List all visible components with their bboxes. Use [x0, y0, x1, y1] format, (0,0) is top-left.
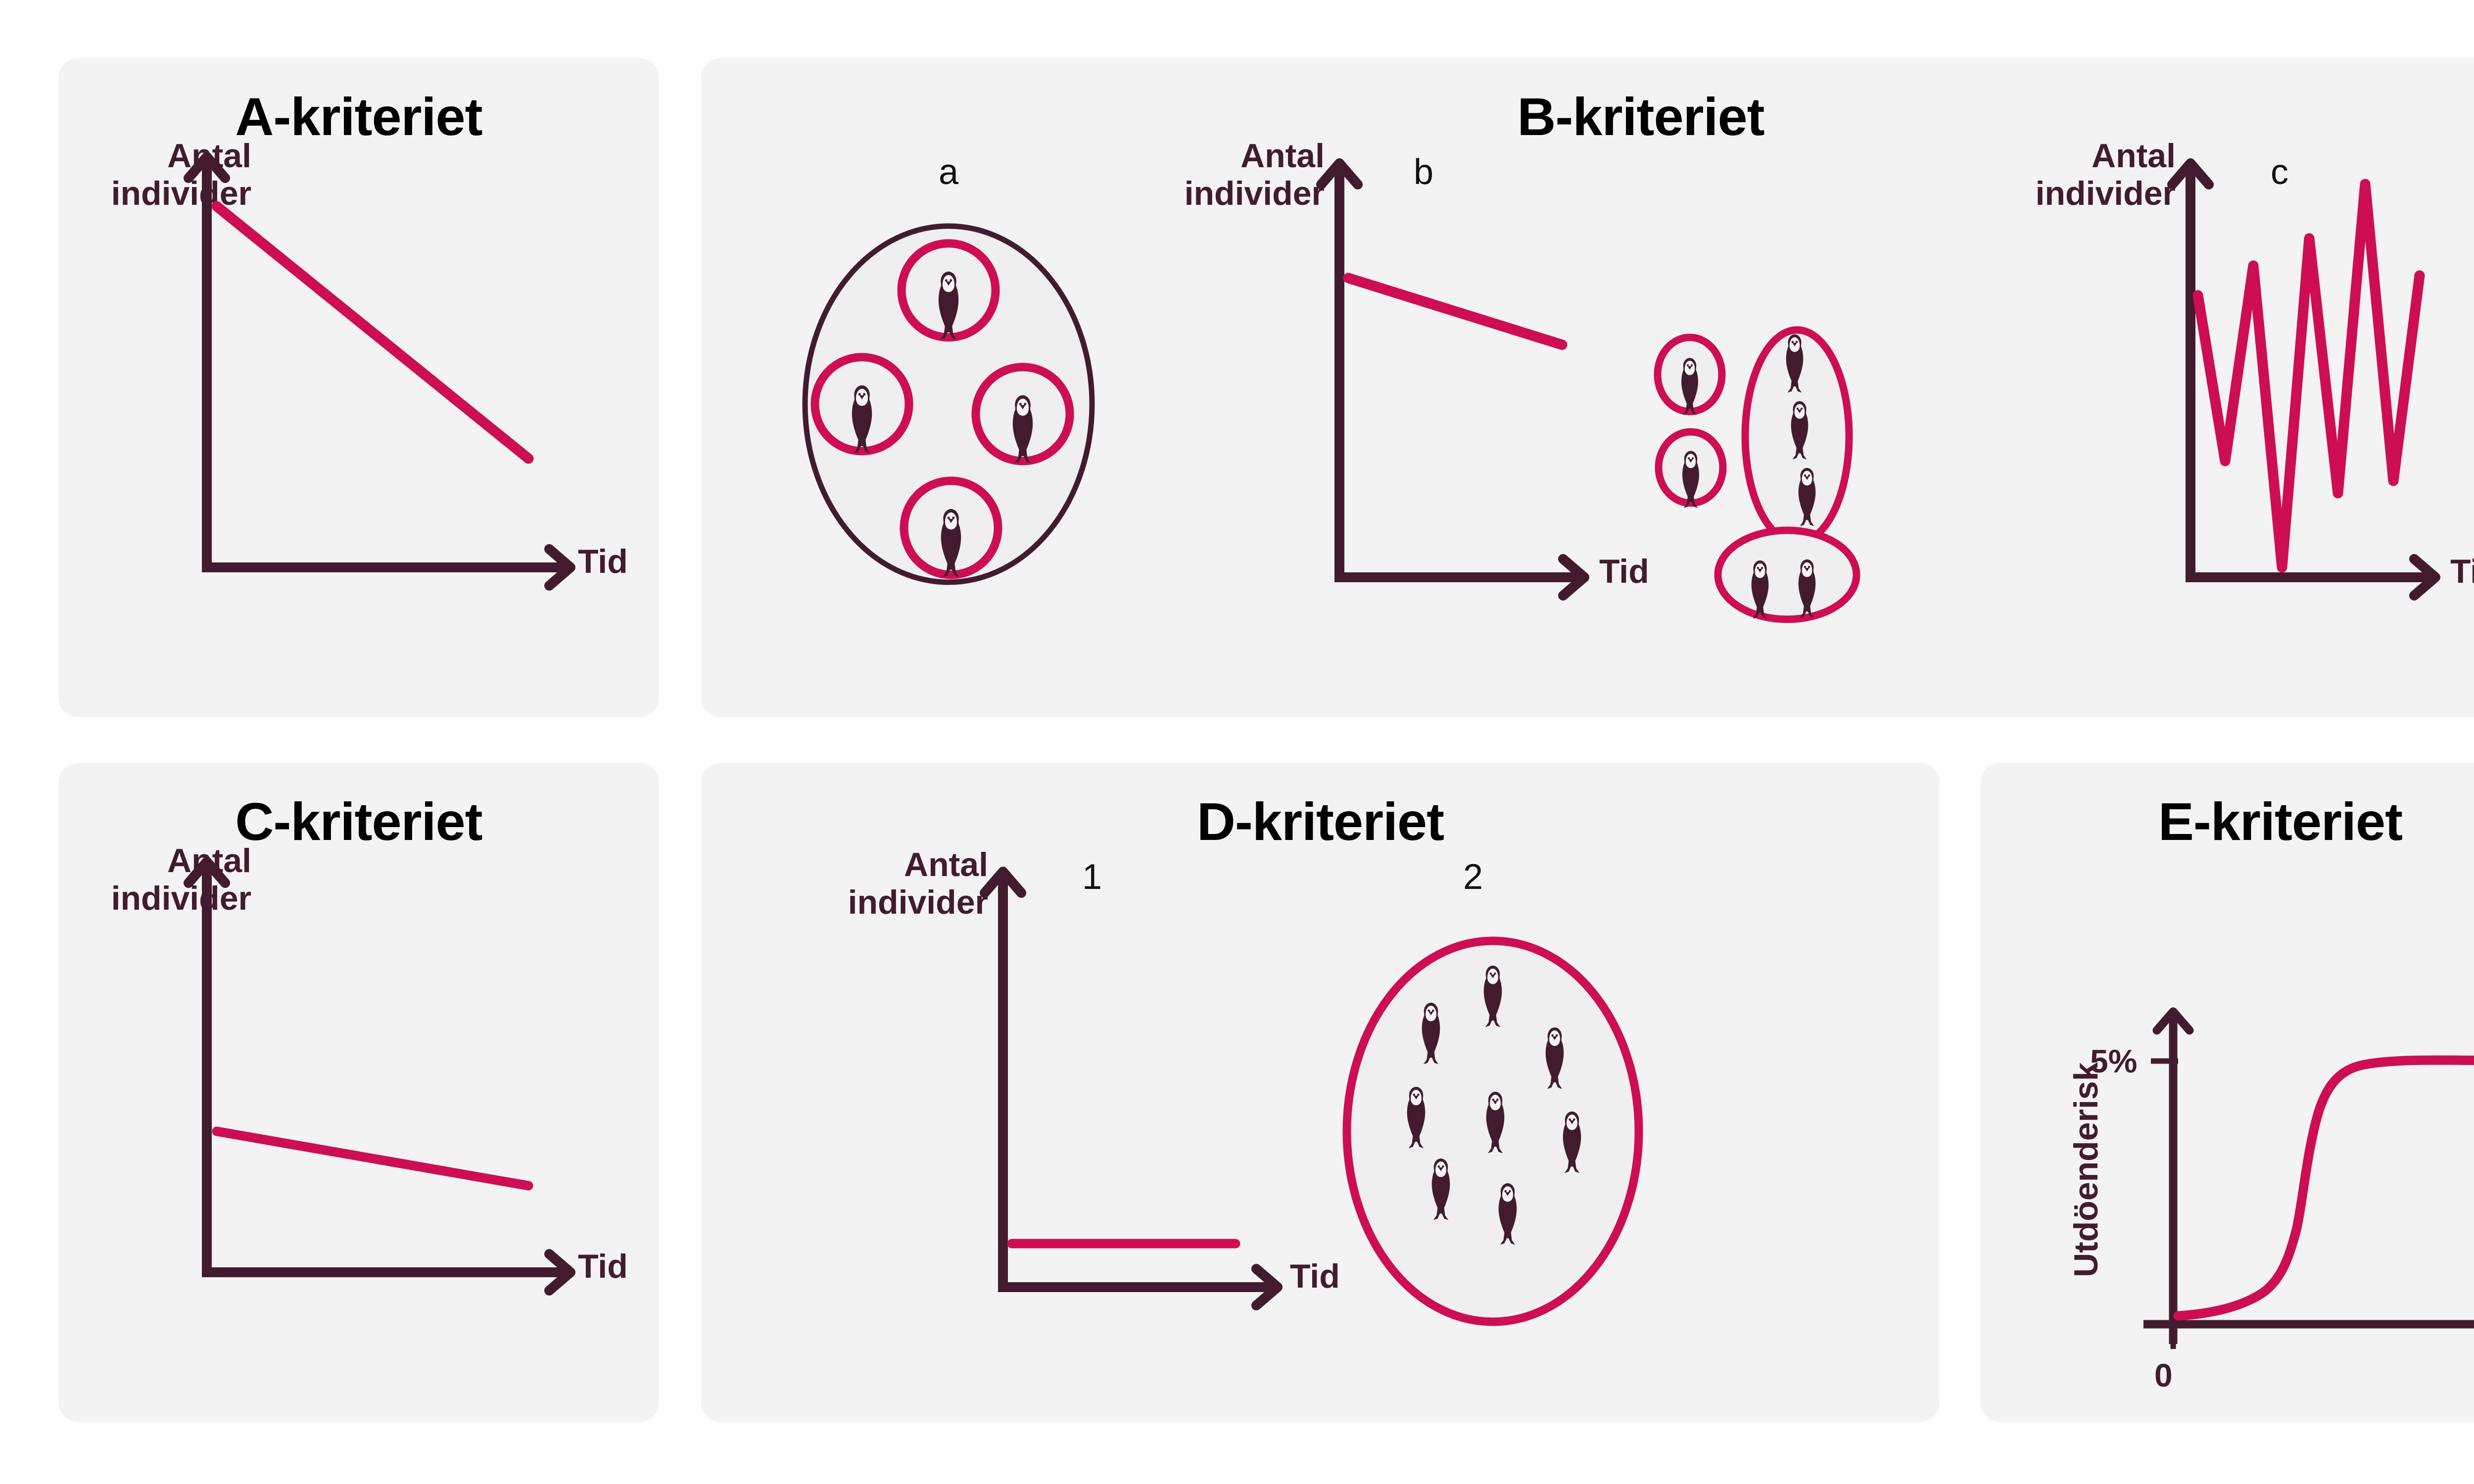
panel-a-trend-line — [211, 201, 534, 464]
owl-group-single — [1655, 428, 1727, 509]
panel-c-kriteriet: C-kriteriet Antal individer Tid — [58, 763, 659, 1422]
panel-b-sub-c-y-arrowhead — [2167, 158, 2214, 189]
panel-a-kriteriet: A-kriteriet Antal individer Tid — [58, 58, 659, 717]
panel-a-title: A-kriteriet — [235, 87, 482, 146]
panel-b-sub-a-outer-ellipse — [802, 223, 1095, 585]
panel-b-sub-b-y-axis-line1: Antal — [1240, 137, 1325, 175]
panel-b-sub-b-label: b — [1413, 152, 1434, 192]
panel-b-sub-b-y-axis-line2: individer — [1184, 175, 1325, 213]
panel-e-title: E-kriteriet — [2158, 791, 2403, 851]
panel-b-sub-a-label: a — [938, 152, 959, 192]
panel-d-sub-1-y-axis-line2: individer — [848, 883, 988, 922]
panel-c-plot — [184, 857, 575, 1296]
panel-e-sigmoid-curve — [2173, 1055, 2474, 1321]
panel-b-sub-b-x-arrowhead — [1558, 554, 1589, 601]
panel-e-kriteriet: E-kriteriet Utdöenderisk 5% 0 100 År — [1980, 763, 2474, 1422]
panel-c-y-arrowhead — [184, 857, 230, 888]
panel-d-sub-1-y-arrowhead — [980, 867, 1026, 898]
panel-a-y-arrowhead — [184, 152, 230, 183]
panel-c-x-axis-label: Tid — [578, 1248, 628, 1285]
owl-group-double — [1714, 526, 1860, 623]
owl-group-single — [1654, 333, 1726, 416]
panel-b-sub-b-y-arrowhead — [1316, 158, 1363, 189]
panel-b-sub-b-x-axis-label: Tid — [1599, 553, 1649, 590]
panel-d-sub-1-y-axis-label: Antal individer — [775, 846, 988, 921]
panel-b-sub-c-x-axis-label: Tid — [2450, 553, 2474, 590]
panel-c-trend-line — [212, 1126, 533, 1191]
panel-b-sub-c-fluctuation-line — [2192, 179, 2425, 573]
panel-d-sub-1-y-axis-line1: Antal — [904, 846, 988, 883]
owl-group-triple — [1741, 326, 1853, 547]
panel-b-sub-c-y-axis-label: Antal individer — [1963, 137, 2176, 212]
panel-b-kriteriet: B-kriteriet a — [701, 58, 2474, 717]
panel-b-sub-b-plot — [1316, 158, 1589, 601]
panel-b-sub-c-y-axis-line1: Antal — [2092, 137, 2176, 175]
panel-d-sub-1-plot — [980, 867, 1283, 1310]
panel-e-x-tick-start: 0 — [2154, 1357, 2173, 1393]
panel-c-title: C-kriteriet — [235, 791, 482, 851]
owl-circle — [897, 239, 1000, 342]
panel-a-plot — [184, 152, 575, 591]
panel-a-x-arrowhead — [544, 544, 575, 591]
panel-b-sub-c-x-arrowhead — [2409, 554, 2440, 601]
panel-b-sub-b-y-axis-label: Antal individer — [1112, 137, 1325, 212]
panel-e-plot — [2143, 1007, 2474, 1349]
panel-d-sub-2-diagram — [1342, 936, 1643, 1326]
panel-d-sub-2-label: 2 — [1463, 857, 1483, 897]
panel-d-sub-1-x-axis-label: Tid — [1290, 1257, 1340, 1295]
panel-d-title: D-kriteriet — [1196, 791, 1444, 851]
panel-b-sub-c-plot — [2167, 158, 2440, 601]
panel-b-sub-c-y-axis-line2: individer — [2035, 175, 2176, 213]
panel-d-sub-1-label: 1 — [1082, 857, 1102, 897]
owl-circle — [971, 363, 1074, 465]
panel-b-sub-a-diagram — [802, 223, 1095, 585]
panel-c-x-arrowhead — [544, 1249, 575, 1296]
panel-b-title: B-kriteriet — [1517, 87, 1764, 146]
panel-b-sub-b-trend-line — [1343, 273, 1568, 350]
panel-a-x-axis-label: Tid — [578, 543, 628, 580]
panel-e-y-tick-label: 5% — [2090, 1043, 2138, 1079]
panel-e-y-arrowhead — [2152, 1007, 2194, 1035]
panel-b-sub-b-owl-groups — [1654, 326, 1860, 623]
panel-d-sub-1-x-arrowhead — [1251, 1264, 1283, 1310]
panel-d-kriteriet: D-kriteriet 1 Antal individer Tid 2 — [701, 763, 1940, 1422]
owl-circle — [900, 476, 1002, 579]
panel-b-sub-c-label: c — [2271, 152, 2288, 192]
owl-circle — [810, 353, 913, 456]
